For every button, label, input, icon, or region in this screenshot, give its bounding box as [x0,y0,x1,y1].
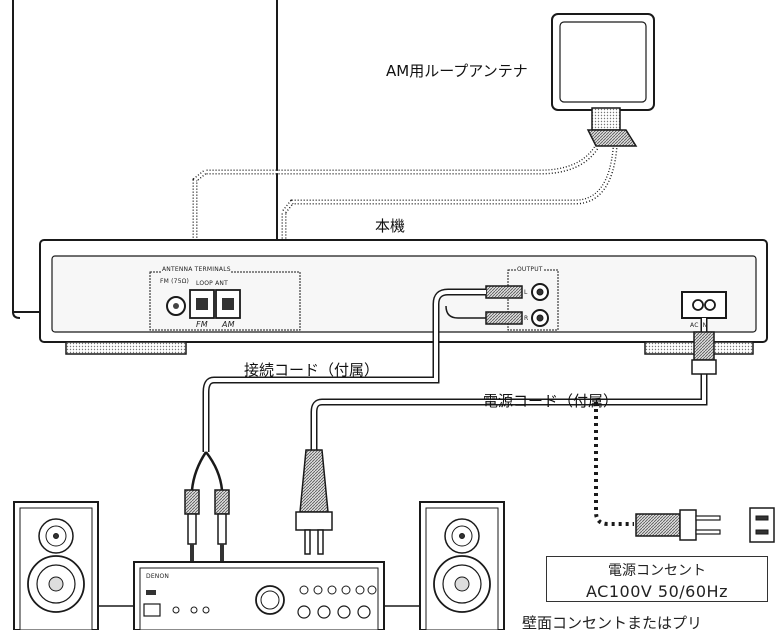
connection-cord-label: 接続コード（付属） [244,361,380,379]
wall-plug [635,509,721,541]
outlet-title: 電源コンセント [608,563,706,579]
amplifier [133,561,385,630]
amplifier-brand: DENON [146,573,170,580]
fm-terminal-label: FM (75Ω) [160,278,190,285]
main-unit-label: 本機 [375,217,406,235]
outlet-box: 電源コンセント AC100V 50/60Hz [546,556,768,602]
ac-in-label: AC IN [690,322,708,329]
right-speaker [419,501,505,630]
output-l-label: L [524,289,528,296]
wall-socket [749,507,775,543]
left-speaker [13,501,99,630]
outlet-spec: AC100V 50/60Hz [586,582,728,601]
am-mark: AM [222,320,235,329]
rca-plugs [184,451,230,570]
loop-ant-label: LOOP ANT [196,280,228,287]
power-plug [295,449,333,555]
am-antenna-label: AM用ループアンテナ [386,62,528,80]
output-r-label: R [524,315,529,322]
antenna-terminals-label: ANTENNA TERMINALS [162,266,231,273]
output-terminals [485,269,559,331]
fm-mark: FM [196,320,208,329]
power-cord-label: 電源コード（付属） [483,392,619,410]
ac-inlet [681,291,727,319]
power-cord-dashed [594,402,634,526]
outlet-caption: 壁面コンセントまたはプリ [522,614,703,632]
main-unit [39,239,768,355]
output-label: OUTPUT [517,266,543,273]
am-loop-antenna [551,13,655,147]
